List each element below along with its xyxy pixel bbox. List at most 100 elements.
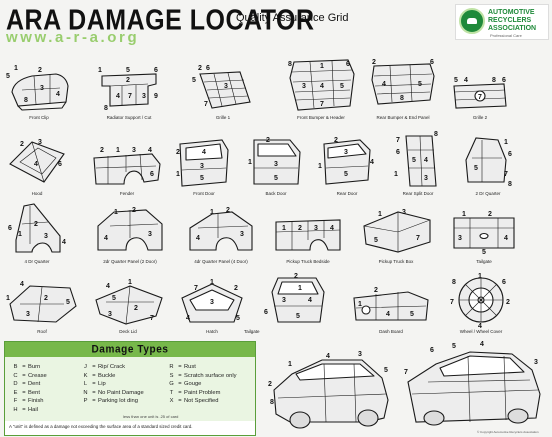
diagram-number: 8 <box>24 97 28 104</box>
diagram-label: 2dr Quarter Panel (2 Door) <box>103 259 157 264</box>
diagram-label: Radiator Support / Cut <box>106 115 152 120</box>
website-url[interactable]: www.a-r-a.org <box>6 29 140 46</box>
diagram-number: 1 <box>248 159 252 166</box>
diagram-number: 4 <box>370 159 374 166</box>
diagram-pickup-box: 1 3 5 7 Pickup Truck Box <box>358 204 434 266</box>
damage-col-2: J=Rip/ Crack K=Buckle L=Lip N=No Paint D… <box>81 363 143 406</box>
diagram-label: Rear Split Door <box>402 191 434 196</box>
diagram-number: 3 <box>132 147 136 154</box>
hood-drawing: 2 3 4 6 <box>9 139 65 183</box>
damage-type: J=Rip/ Crack <box>84 364 126 370</box>
damage-type: C=Crease <box>13 372 47 379</box>
rear-bumper-drawing: 2 6 4 5 8 <box>371 59 435 105</box>
diagram-number: 6 <box>508 151 512 158</box>
hatch-drawing: 7 1 2 3 4 5 <box>181 279 243 323</box>
unit-note: less than one unit is .25 of card <box>123 414 179 419</box>
grille-1-drawing: 2 6 5 3 7 <box>192 65 251 109</box>
fender-drawing: 2 1 3 4 6 <box>93 147 161 185</box>
diagram-number: 1 <box>504 139 508 146</box>
diagram-number: 5 <box>66 299 70 306</box>
diagram-number: 4 <box>186 315 190 322</box>
diagram-label: Pickup Truck Bedside <box>286 259 330 264</box>
damage-types-legend: Damage Types B=Burn C=Crease D=Dent E=Be… <box>4 341 256 436</box>
diagram-number: 6 <box>264 309 268 316</box>
diagram-number: 2 <box>44 295 48 302</box>
diagram-4dr-quarter: 6 2 1 3 4 4 Dr Quarter <box>4 200 70 266</box>
diagram-number: 5 <box>474 165 478 172</box>
diagram-label: Fender <box>119 191 135 196</box>
diagram-number: 3 <box>458 235 462 242</box>
diagram-number: 3 <box>210 299 214 306</box>
grille-2-drawing: 5 4 8 6 7 <box>453 77 507 109</box>
diagram-number: 5 <box>112 295 116 302</box>
front-bumper-drawing: 8 1 3 4 5 6 7 <box>288 59 355 111</box>
damage-col-3: R=Rust S=Scratch surface only G=Gouge T=… <box>167 363 237 406</box>
diagram-number: 5 <box>374 237 378 244</box>
diagram-number: 1 <box>358 301 362 308</box>
diagram-number: 4 <box>424 157 428 164</box>
damage-type: S=Scratch surface only <box>169 372 237 379</box>
body-shell-drawing: 6 5 4 7 3 <box>404 341 541 426</box>
damage-type: K=Buckle <box>83 372 116 379</box>
diagram-number: 1 <box>14 65 18 72</box>
diagram-number: 7 <box>504 171 508 178</box>
diagram-radiator-support: 1 5 6 4 7 3 8 9 2 Radiator Support / Cut <box>96 62 162 122</box>
diagram-number: 5 <box>126 67 130 74</box>
diagram-front-door: 2 4 3 1 5 Front Door <box>172 134 236 198</box>
pickup-box-drawing: 1 3 5 7 <box>363 209 431 253</box>
diagram-2dr-quarter: 1 6 5 7 8 2 Dr Quarter <box>458 130 518 198</box>
logo-line-3: ASSOCIATION <box>488 25 537 32</box>
diagram-label: Hatch <box>206 329 218 334</box>
rear-door-drawing: 2 3 5 1 4 <box>318 137 374 185</box>
diagram-number: 8 <box>400 95 404 102</box>
diagram-label: Grille 1 <box>215 115 231 120</box>
diagram-number: 6 <box>150 171 154 178</box>
diagram-number: 2 <box>488 211 492 218</box>
diagram-number: 5 <box>296 313 300 320</box>
diagram-number: 2 <box>20 141 24 148</box>
diagram-4dr-quarter-panel: 1 2 4 3 4dr Quarter Panel (4 Door) <box>182 204 260 266</box>
sedan-number: 1 <box>288 361 292 368</box>
diagram-number: 2 <box>176 149 180 156</box>
diagram-label: Dash Board <box>379 329 403 334</box>
diagram-number: 2 <box>374 287 378 294</box>
diagram-front-bumper: 8 1 3 4 5 6 7 Front Bumper & Header <box>284 56 358 122</box>
diagram-number: 5 <box>418 81 422 88</box>
diagram-number: 3 <box>240 231 244 238</box>
diagram-rear-door: 2 3 5 1 4 Rear Door <box>316 134 378 198</box>
diagram-hood: 2 3 4 6 Hood <box>4 134 70 198</box>
diagram-number: 2 <box>100 147 104 154</box>
damage-type: G=Gouge <box>169 381 202 387</box>
diagram-number: 3 <box>314 225 318 232</box>
diagram-number: 2 <box>34 221 38 228</box>
diagram-label: 4dr Quarter Panel (4 Door) <box>194 259 248 264</box>
sedan-number: 3 <box>358 351 362 358</box>
diagram-tailgate-1: 1 2 3 4 5 Tailgate <box>448 206 520 266</box>
diagram-number: 8 <box>492 77 496 84</box>
diagram-number: 3 <box>40 85 44 92</box>
diagram-number: 6 <box>396 149 400 156</box>
diagram-label: Rear Bumper & End Panel <box>376 115 430 120</box>
diagram-number: 3 <box>108 311 112 318</box>
diagram-number: 2 <box>372 59 376 66</box>
diagram-number: 4 <box>62 239 66 246</box>
diagram-number: 1 <box>176 171 180 178</box>
damage-type: D=Dent <box>13 381 41 387</box>
diagram-number: 2 <box>298 225 302 232</box>
diagram-number: 1 <box>298 285 302 292</box>
diagram-number: 8 <box>508 181 512 188</box>
diagram-number: 2 <box>198 65 202 72</box>
diagram-number: 2 <box>506 299 510 306</box>
deck-lid-drawing: 4 1 5 2 3 7 <box>95 279 163 325</box>
diagram-label: Front Bumper & Header <box>297 115 345 120</box>
diagram-number: 4 <box>308 297 312 304</box>
diagram-label: 4 Dr Quarter <box>24 259 50 264</box>
sedan-number: 5 <box>384 367 388 374</box>
diagram-label: Front Clip <box>29 115 49 120</box>
diagram-number: 1 <box>282 225 286 232</box>
diagram-number: 8 <box>434 131 438 138</box>
damage-type: H=Hail <box>13 406 38 413</box>
diagram-number: 6 <box>430 59 434 66</box>
diagram-number: 6 <box>206 65 210 72</box>
diagram-back-door: 2 3 1 5 Back Door <box>244 134 308 198</box>
